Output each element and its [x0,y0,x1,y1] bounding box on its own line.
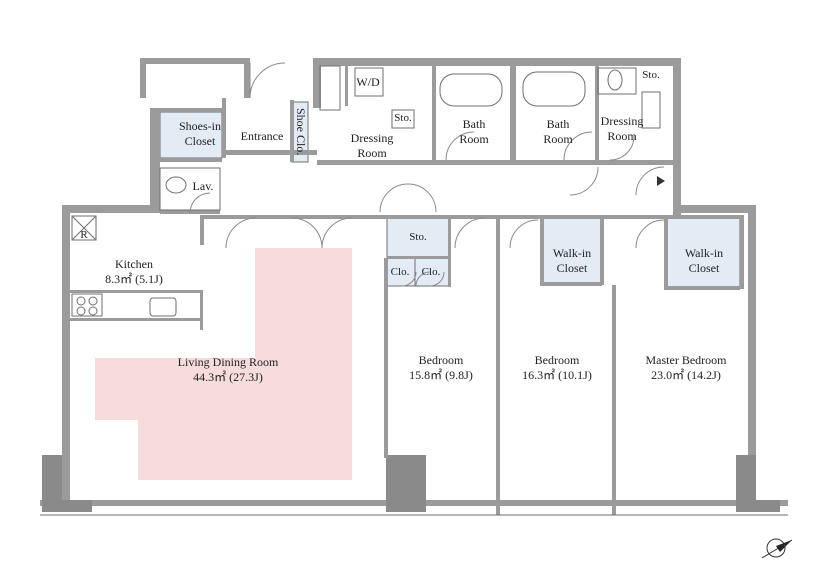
lav-label: Lav. [192,179,214,193]
master-bedroom-name: Master Bedroom [645,353,727,367]
walk-in-closet-1-label: Walk-in Closet [553,246,591,276]
sto-corner-label: Sto. [642,69,660,81]
bedroom-2-label: Bedroom 16.3㎡ (10.1J) [522,353,592,383]
bath-room-1-label: Bath Room [459,117,488,147]
shoes-in-closet-label: Shoes-in Closet [179,119,221,149]
dressing-room-2-label: Dressing Room [601,114,644,144]
kitchen-area: 8.3㎡ (5.1J) [105,272,163,286]
dressing-room-1-line2: Room [357,146,387,160]
kitchen-name: Kitchen [114,257,153,271]
north-compass-icon [761,538,793,559]
clo-1-label: Clo. [390,266,410,278]
dressing-room-1-label: Dressing Room [351,131,394,161]
sto-hall-label: Sto. [409,231,427,243]
bath-room-1-line1: Bath [462,117,486,131]
living-highlight-zone [95,248,352,480]
shoes-in-closet-line2: Closet [184,134,216,148]
walk-in-closet-1-line2: Closet [556,261,588,275]
bedroom-1-name: Bedroom [418,353,464,367]
dressing-room-2-line1: Dressing [600,114,644,128]
shoe-closet-label: Shoe Clo. [294,108,308,156]
clo-2-label: Clo. [421,266,441,278]
bedroom-2-name: Bedroom [534,353,580,367]
bath-room-2-line2: Room [543,132,573,146]
entrance-label: Entrance [240,129,284,143]
doors [189,62,665,287]
interior-walls [70,66,744,515]
dressing-room-1-line1: Dressing [350,131,394,145]
fixtures [71,65,661,317]
living-dining-area: 44.3㎡ (27.3J) [193,370,263,384]
pillars [42,455,780,512]
living-dining-name: Living Dining Room [177,355,279,369]
bath-room-2-label: Bath Room [543,117,572,147]
master-bedroom-area: 23.0㎡ (14.2J) [651,368,721,382]
sto-small-label: Sto. [394,112,412,124]
master-bedroom-label: Master Bedroom 23.0㎡ (14.2J) [646,353,727,383]
living-dining-label: Living Dining Room 44.3㎡ (27.3J) [178,355,279,385]
walk-in-closet-2-label: Walk-in Closet [685,246,723,276]
wd-label: W/D [356,75,380,89]
refrigerator-label: R [80,229,88,241]
bedroom-1-label: Bedroom 15.8㎡ (9.8J) [409,353,473,383]
bedroom-2-area: 16.3㎡ (10.1J) [522,368,592,382]
entry-arrow-marker [657,176,665,186]
bedroom-1-area: 15.8㎡ (9.8J) [409,368,473,382]
bath-room-2-line1: Bath [546,117,570,131]
bath-room-1-line2: Room [459,132,489,146]
walk-in-closet-1-line1: Walk-in [552,246,592,260]
dressing-room-2-line2: Room [607,129,637,143]
walk-in-closet-2-line1: Walk-in [684,246,724,260]
walk-in-closet-2-line2: Closet [688,261,720,275]
kitchen-label: Kitchen 8.3㎡ (5.1J) [105,257,163,287]
shoes-in-closet-line1: Shoes-in [179,119,221,133]
